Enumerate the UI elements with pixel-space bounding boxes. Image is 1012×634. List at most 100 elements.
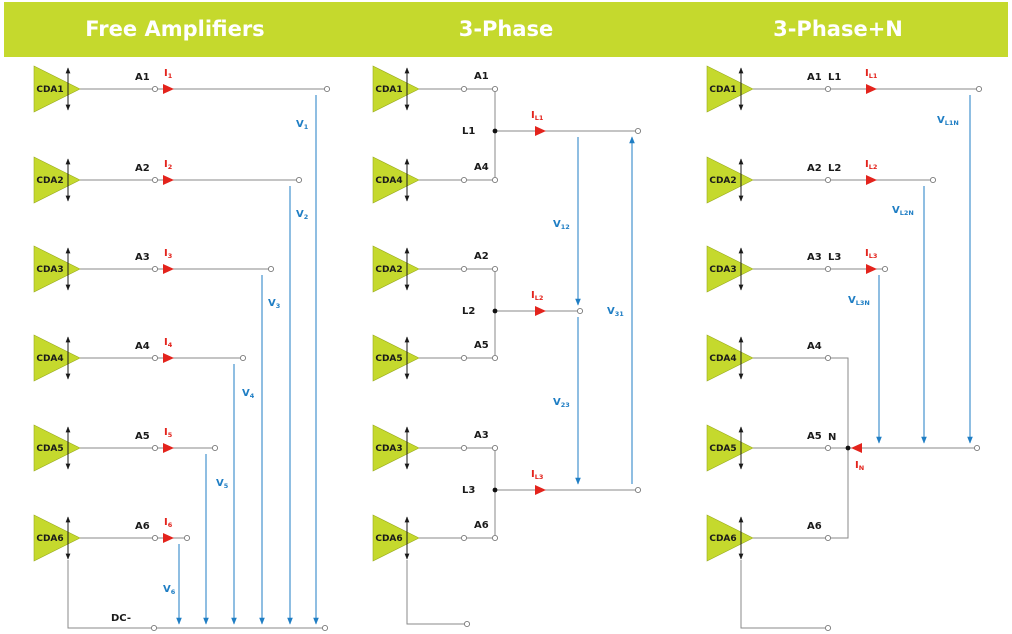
amplifier-cda2: CDA2	[372, 245, 420, 293]
amplifier-label: CDA4	[36, 354, 63, 364]
neutral-label: N	[828, 432, 836, 443]
amplifier-triangle	[33, 65, 81, 113]
amplifier-label: CDA5	[36, 444, 63, 454]
junction-dot	[492, 128, 498, 134]
current-label: I5	[164, 427, 173, 439]
current-label: I1	[164, 68, 173, 80]
current-label: IL3	[865, 248, 877, 260]
line-terminal	[634, 127, 642, 135]
line-terminal	[576, 307, 584, 315]
current-label: I6	[164, 517, 173, 529]
amplifier-cda4: CDA4	[372, 156, 420, 204]
output-label: A6	[135, 521, 150, 532]
output-label: A1	[807, 72, 822, 83]
panel-title-free-amplifiers: Free Amplifiers	[85, 17, 265, 41]
return-terminal	[824, 624, 832, 632]
amplifier-label: CDA2	[375, 265, 402, 275]
line-label: L3	[462, 485, 475, 496]
current-arrow-4	[163, 353, 174, 363]
current-arrow-l1	[535, 126, 546, 136]
output-terminal	[491, 534, 499, 542]
output-terminal	[824, 354, 832, 362]
load-terminal	[183, 534, 191, 542]
voltage-label: V31	[607, 306, 624, 318]
output-terminal	[151, 354, 159, 362]
amplifier-cda6: CDA6	[372, 514, 420, 562]
load-terminal	[267, 265, 275, 273]
output-label: A3	[474, 430, 489, 441]
amplifier-label: CDA1	[375, 85, 402, 95]
output-terminal	[491, 176, 499, 184]
amplifier-label: CDA5	[709, 444, 736, 454]
amplifier-label: CDA1	[709, 85, 736, 95]
return-wire	[406, 560, 465, 625]
return-terminal	[463, 620, 471, 628]
current-arrow-l1	[866, 84, 877, 94]
amplifier-cda2: CDA2	[33, 156, 81, 204]
output-terminal	[824, 444, 832, 452]
output-label: A2	[135, 163, 150, 174]
voltage-label: V5	[216, 478, 229, 490]
load-terminal	[211, 444, 219, 452]
line-label: L2	[828, 163, 841, 174]
output-label: A4	[474, 162, 489, 173]
amplifier-label: CDA4	[709, 354, 736, 364]
load-terminal	[295, 176, 303, 184]
amplifier-triangle	[33, 334, 81, 382]
current-label: IL1	[865, 68, 878, 80]
line-terminal	[975, 85, 983, 93]
output-terminal	[460, 176, 468, 184]
amplifier-cda5: CDA5	[33, 424, 81, 472]
current-arrow-2	[163, 175, 174, 185]
amplifier-label: CDA6	[375, 534, 402, 544]
voltage-label: V6	[163, 584, 176, 596]
amplifier-label: CDA2	[36, 176, 63, 186]
current-arrow-l2	[866, 175, 877, 185]
output-terminal	[460, 265, 468, 273]
output-label: A5	[135, 431, 150, 442]
output-terminal	[151, 534, 159, 542]
amplifier-triangle	[33, 514, 81, 562]
output-label: A4	[135, 341, 150, 352]
dc-label: DC-	[111, 613, 131, 624]
junction-dot	[845, 445, 851, 451]
amplifier-cda6-3n: CDA6	[706, 514, 754, 562]
current-label: IL1	[531, 110, 544, 122]
current-label: I3	[164, 248, 172, 260]
line-label: L1	[462, 126, 475, 137]
voltage-label: V3	[268, 298, 280, 310]
current-label: IN	[855, 460, 864, 472]
current-arrow-6	[163, 533, 174, 543]
output-terminal	[460, 85, 468, 93]
output-label: A2	[474, 251, 489, 262]
output-label: A5	[807, 431, 822, 442]
current-arrow-n	[851, 443, 862, 453]
output-terminal	[151, 176, 159, 184]
amplifier-triangle	[706, 65, 754, 113]
amplifier-cda3-3n: CDA3	[706, 245, 754, 293]
amplifier-triangle	[372, 156, 420, 204]
output-terminal	[824, 534, 832, 542]
load-terminal	[323, 85, 331, 93]
line-terminal	[634, 486, 642, 494]
current-arrow-l3	[866, 264, 877, 274]
line-label: L2	[462, 306, 475, 317]
dc-return-wire	[67, 560, 152, 629]
output-terminal	[824, 85, 832, 93]
panel-title-3-phase: 3-Phase	[458, 17, 554, 41]
panel-title-3-phase-n: 3-Phase+N	[773, 17, 903, 41]
amplifier-label: CDA1	[36, 85, 63, 95]
voltage-label: V2	[296, 209, 308, 221]
current-label: IL3	[531, 469, 543, 481]
amplifier-label: CDA3	[36, 265, 63, 275]
amplifier-triangle	[706, 156, 754, 204]
amplifier-triangle	[33, 156, 81, 204]
output-terminal	[460, 444, 468, 452]
header-bar: Free Amplifiers 3-Phase 3-Phase+N	[4, 2, 1008, 57]
junction-dot	[492, 487, 498, 493]
output-label: A6	[807, 521, 822, 532]
amplifier-cda1: CDA1	[33, 65, 81, 113]
amplifier-triangle	[372, 245, 420, 293]
dc-end-terminal	[321, 624, 329, 632]
output-terminal	[151, 265, 159, 273]
